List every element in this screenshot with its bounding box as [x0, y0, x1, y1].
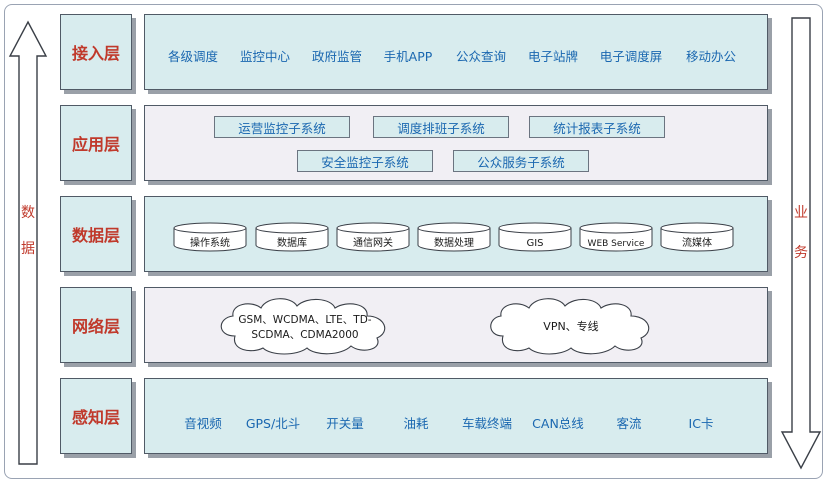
data-item-label: WEB Service	[588, 239, 645, 249]
cylinder-icon: 操作系统	[173, 222, 247, 252]
access-item: 电子站牌	[527, 49, 579, 64]
cylinder-icon: 数据库	[255, 222, 329, 252]
layer-panel-network: GSM、WCDMA、LTE、TD- SCDMA、CDMA2000 VPN、专线	[144, 287, 768, 363]
data-item-label: 通信网关	[353, 236, 393, 249]
access-item: 各级调度	[167, 49, 219, 64]
perception-item: 车载终端	[461, 416, 513, 431]
cylinder-icon: WEB Service	[579, 222, 653, 252]
access-item: 监控中心	[239, 49, 291, 64]
perception-item: 开关量	[326, 416, 364, 431]
subsystem-box: 安全监控子系统	[297, 150, 433, 172]
access-item: 手机APP	[383, 49, 433, 64]
cylinder-icon: 通信网关	[336, 222, 410, 252]
data-item-label: GIS	[526, 238, 543, 249]
up-arrow-icon	[8, 20, 48, 465]
access-item: 电子调度屏	[599, 49, 663, 64]
cloud-icon: VPN、专线	[490, 298, 650, 355]
cylinder-icon: 流媒体	[660, 222, 734, 252]
data-item-label: 流媒体	[682, 236, 712, 249]
layer-label-perception: 感知层	[60, 378, 132, 454]
access-item: 公众查询	[455, 49, 507, 64]
layer-label-data: 数据层	[60, 196, 132, 272]
access-item: 移动办公	[685, 49, 737, 64]
down-arrow-icon	[780, 17, 822, 470]
left-side-char-2: 据	[21, 241, 35, 257]
left-side-char-1: 数	[21, 205, 35, 221]
layer-label-application: 应用层	[60, 105, 132, 181]
perception-item: CAN总线	[532, 416, 584, 431]
network-text-line-1: GSM、WCDMA、LTE、TD-	[238, 314, 371, 326]
data-item-label: 数据库	[277, 236, 307, 249]
data-item-label: 操作系统	[190, 236, 230, 249]
perception-item: 油耗	[403, 416, 429, 431]
network-text-line-2: SCDMA、CDMA2000	[251, 329, 358, 341]
right-side-char-2: 务	[794, 245, 808, 261]
subsystem-box: 调度排班子系统	[373, 116, 509, 138]
layer-panel-application: 运营监控子系统 调度排班子系统 统计报表子系统 安全监控子系统 公众服务子系统	[144, 105, 768, 181]
cylinder-icon: GIS	[498, 222, 572, 252]
subsystem-box: 公众服务子系统	[453, 150, 589, 172]
access-item: 政府监管	[311, 49, 363, 64]
perception-item: IC卡	[688, 416, 714, 431]
layer-label-access: 接入层	[60, 14, 132, 90]
perception-item: 客流	[616, 416, 642, 431]
right-side-char-1: 业	[794, 205, 808, 221]
layer-panel-perception: 音视频 GPS/北斗 开关量 油耗 车载终端 CAN总线 客流 IC卡	[144, 378, 768, 454]
layer-panel-data: 操作系统 数据库 通信网关 数据处理 GIS WEB Service	[144, 196, 768, 272]
subsystem-box: 统计报表子系统	[529, 116, 665, 138]
perception-item: 音视频	[184, 416, 222, 431]
data-item-label: 数据处理	[434, 236, 474, 249]
layer-panel-access: 各级调度 监控中心 政府监管 手机APP 公众查询 电子站牌 电子调度屏 移动办…	[144, 14, 768, 90]
subsystem-box: 运营监控子系统	[214, 116, 350, 138]
network-text: VPN、专线	[543, 319, 598, 333]
cylinder-icon: 数据处理	[417, 222, 491, 252]
layer-label-network: 网络层	[60, 287, 132, 363]
perception-item: GPS/北斗	[245, 416, 301, 431]
cloud-icon: GSM、WCDMA、LTE、TD- SCDMA、CDMA2000	[220, 298, 386, 355]
